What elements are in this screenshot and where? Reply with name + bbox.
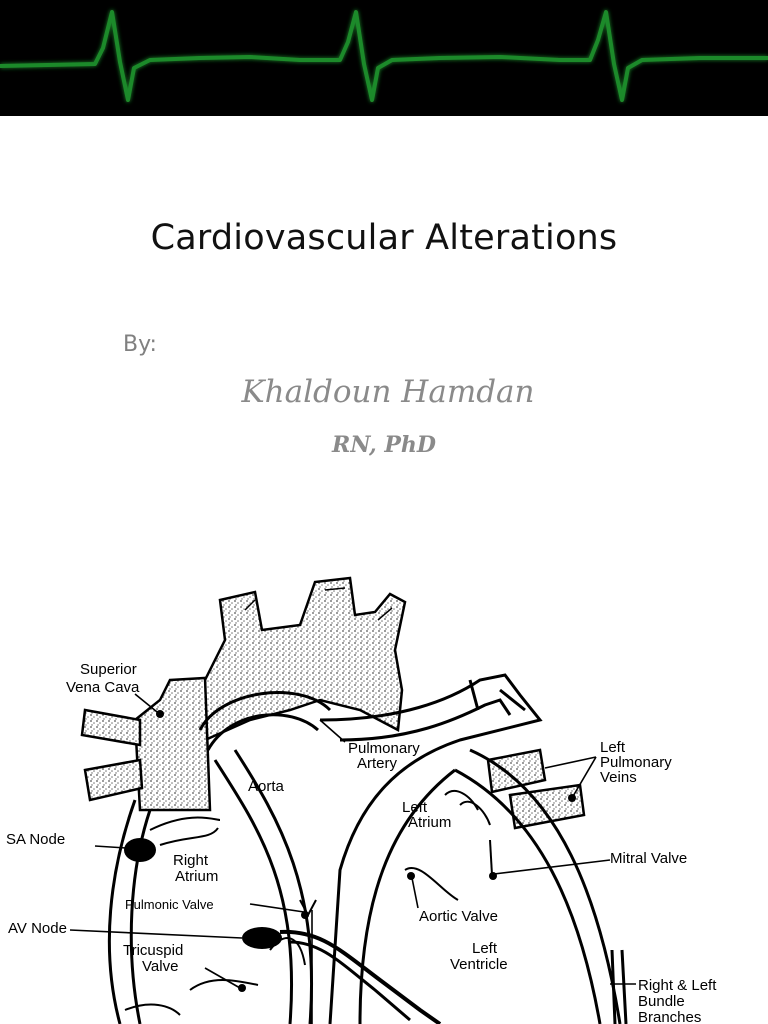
label-left-ventricle-2: Ventricle [450, 956, 508, 973]
superior-vena-cava [80, 676, 212, 812]
label-pulmonic-valve: Pulmonic Valve [125, 897, 214, 912]
label-bundle-1: Right & Left [638, 977, 717, 994]
by-label: By: [123, 332, 157, 357]
label-bundle-3: Branches [638, 1009, 701, 1024]
label-pulmonary: Pulmonary [348, 740, 420, 757]
label-left-pv-3: Veins [600, 769, 637, 786]
label-bundle-2: Bundle [638, 993, 685, 1010]
label-leader-lines [69, 693, 636, 1024]
ecg-trace-graphic [0, 10, 768, 102]
label-left-pv-1: Left [600, 739, 626, 756]
label-aorta: Aorta [248, 778, 285, 795]
label-vena-cava: Vena Cava [66, 679, 140, 696]
label-superior: Superior [80, 661, 137, 678]
label-tricuspid: Tricuspid [123, 942, 183, 959]
label-left-ventricle-1: Left [472, 940, 498, 957]
label-aortic-valve: Aortic Valve [419, 908, 498, 925]
heart-conduction-diagram: Superior Vena Cava Pulmonary Artery Left… [0, 570, 768, 1024]
label-av-node: AV Node [8, 920, 67, 937]
label-artery: Artery [357, 755, 398, 772]
label-left-atrium-1: Left [402, 799, 428, 816]
slide-title: Cardiovascular Alterations [150, 218, 618, 258]
av-node-marker [242, 927, 282, 949]
label-tricuspid-valve: Valve [142, 958, 178, 975]
ecg-trace [0, 10, 768, 102]
label-left-atrium-2: Atrium [408, 814, 451, 831]
valve-sketches [124, 790, 493, 1016]
conduction-pathway [124, 710, 628, 1024]
label-right-atrium-1: Right [173, 852, 209, 869]
left-pulmonary-veins-graphic [486, 748, 586, 830]
label-left-pv-2: Pulmonary [600, 754, 672, 771]
author-credentials: RN, PhD [332, 432, 436, 458]
sa-node-marker [124, 838, 156, 862]
label-mitral-valve: Mitral Valve [610, 850, 687, 867]
author-name: Khaldoun Hamdan [241, 374, 535, 410]
ecg-banner [0, 0, 768, 116]
diagram-labels: Superior Vena Cava Pulmonary Artery Left… [6, 661, 717, 1024]
label-sa-node: SA Node [6, 831, 65, 848]
label-right-atrium-2: Atrium [175, 868, 218, 885]
